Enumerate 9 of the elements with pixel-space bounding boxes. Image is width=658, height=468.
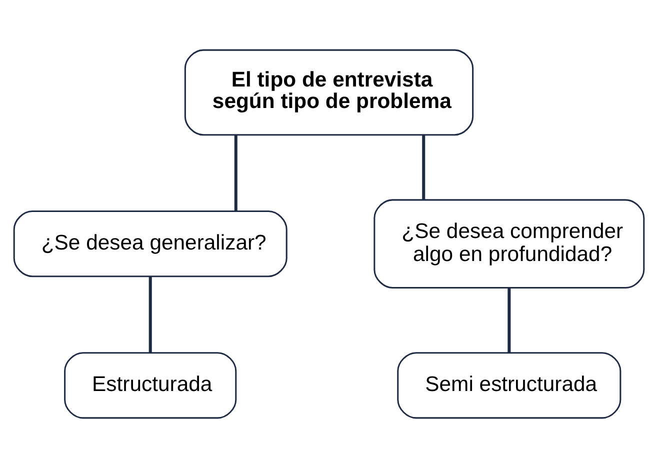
connector (422, 135, 426, 200)
node-box: ¿Se desea comprender algo en profundidad? (374, 199, 645, 288)
node-box: Estructurada (64, 352, 237, 419)
node-box: El tipo de entrevista según tipo de problema (184, 49, 474, 136)
connector (148, 276, 152, 353)
node-box: Semi estructurada (397, 352, 622, 419)
connector (234, 135, 238, 212)
connector (508, 288, 511, 353)
node-box: ¿Se desea generalizar? (13, 210, 288, 278)
